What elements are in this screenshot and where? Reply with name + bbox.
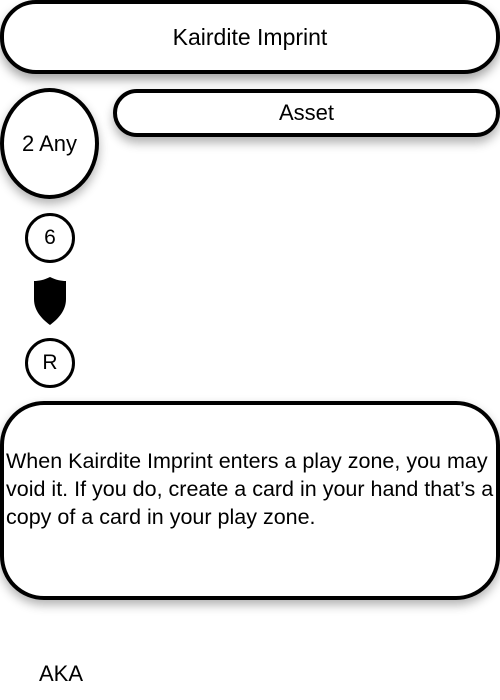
card-type: Asset — [278, 100, 335, 125]
cost-value: 2 Any — [21, 130, 78, 156]
card-name: Kairdite Imprint — [172, 23, 328, 50]
aka-label: AKA — [39, 661, 84, 686]
card-type-banner: Asset — [113, 89, 500, 137]
card-name-banner: Kairdite Imprint — [0, 0, 500, 74]
ability-text-box — [0, 401, 500, 600]
shield-icon — [34, 277, 66, 325]
rarity-badge: R — [25, 338, 75, 388]
ability-text: When Kairdite Imprint enters a play zone… — [6, 449, 494, 529]
power-badge: 6 — [25, 213, 75, 263]
cost-badge: 2 Any — [0, 88, 99, 199]
rarity-value: R — [42, 351, 58, 374]
power-value: 6 — [44, 226, 56, 249]
